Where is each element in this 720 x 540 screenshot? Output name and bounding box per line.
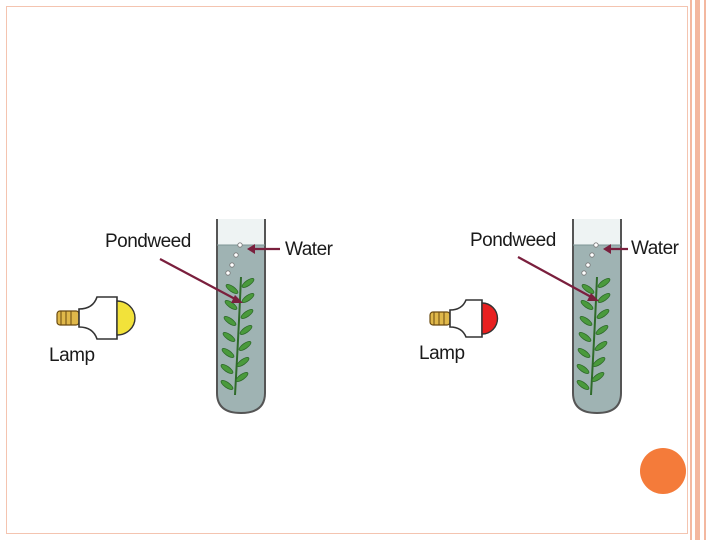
lamp-label: Lamp (419, 343, 465, 364)
orange-dot-decoration (640, 448, 686, 494)
slide-frame (6, 6, 688, 534)
lamp (429, 299, 499, 338)
water-label: Water (285, 239, 333, 260)
diagram-drawing (56, 219, 280, 415)
pondweed-plant (576, 276, 611, 396)
pondweed-label: Pondweed (105, 231, 191, 252)
pointer-arrows (159, 244, 280, 303)
pondweed-label: Pondweed (470, 230, 556, 251)
lamp-label: Lamp (49, 345, 95, 366)
diagram-red-lamp: Pondweed Water Lamp (406, 205, 704, 420)
bubbles (581, 242, 599, 276)
bulb-light (116, 300, 136, 336)
diagram-drawing (429, 219, 628, 415)
bubbles (225, 242, 243, 276)
pointer-arrows (517, 244, 628, 301)
lamp (56, 296, 136, 340)
decorative-rail (688, 0, 720, 540)
bulb-light (481, 302, 499, 335)
diagram-yellow-lamp: Pondweed Water Lamp (45, 205, 343, 420)
pondweed-plant (220, 276, 255, 396)
water-label: Water (631, 238, 679, 259)
